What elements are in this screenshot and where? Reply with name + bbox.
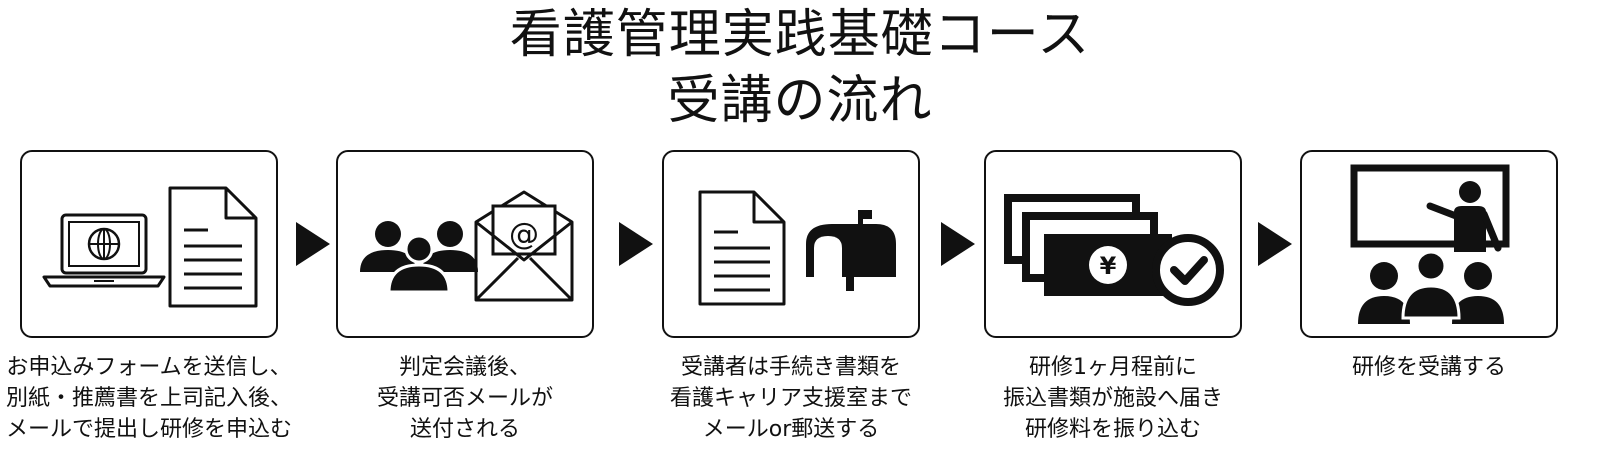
flow-arrow-2 [619, 222, 653, 270]
svg-text:@: @ [509, 217, 539, 252]
step-5-box [1300, 150, 1558, 338]
step-1-box [20, 150, 278, 338]
step-2-caption: 判定会議後、 受講可否メールが 送付される [376, 355, 553, 442]
step-2-box: @ [336, 150, 594, 338]
people-group-icon [360, 221, 478, 294]
step-3-caption: 受講者は手続き書類を 看護キャリア支援室まで メールor郵送する [669, 355, 912, 442]
teacher-board-icon [1350, 164, 1510, 252]
page-title: 看護管理実践基礎コース [509, 5, 1091, 65]
envelope-at-icon: @ [474, 190, 574, 302]
mailbox-icon [806, 210, 896, 291]
page-subtitle: 受講の流れ [667, 71, 933, 131]
audience-icon [1358, 250, 1504, 324]
step-4-box: ¥ [984, 150, 1242, 338]
step-5-caption: 研修を受講する [1351, 355, 1506, 380]
document-icon [698, 190, 786, 306]
check-circle-icon [1152, 234, 1224, 306]
banknotes-yen-icon: ¥ [1004, 194, 1172, 296]
document-icon [168, 186, 258, 308]
svg-text:¥: ¥ [1100, 252, 1117, 280]
flow-arrow-1 [296, 222, 330, 270]
laptop-globe-icon [42, 213, 166, 288]
flow-arrow-4 [1258, 222, 1292, 270]
flow-arrow-3 [941, 222, 975, 270]
step-3-box [662, 150, 920, 338]
step-1-caption: お申込みフォームを送信し、 別紙・推薦書を上司記入後、 メールで提出し研修を申込… [5, 355, 292, 442]
step-4-caption: 研修1ヶ月程前に 振込書類が施設へ届き 研修料を振り込む [1002, 355, 1223, 442]
